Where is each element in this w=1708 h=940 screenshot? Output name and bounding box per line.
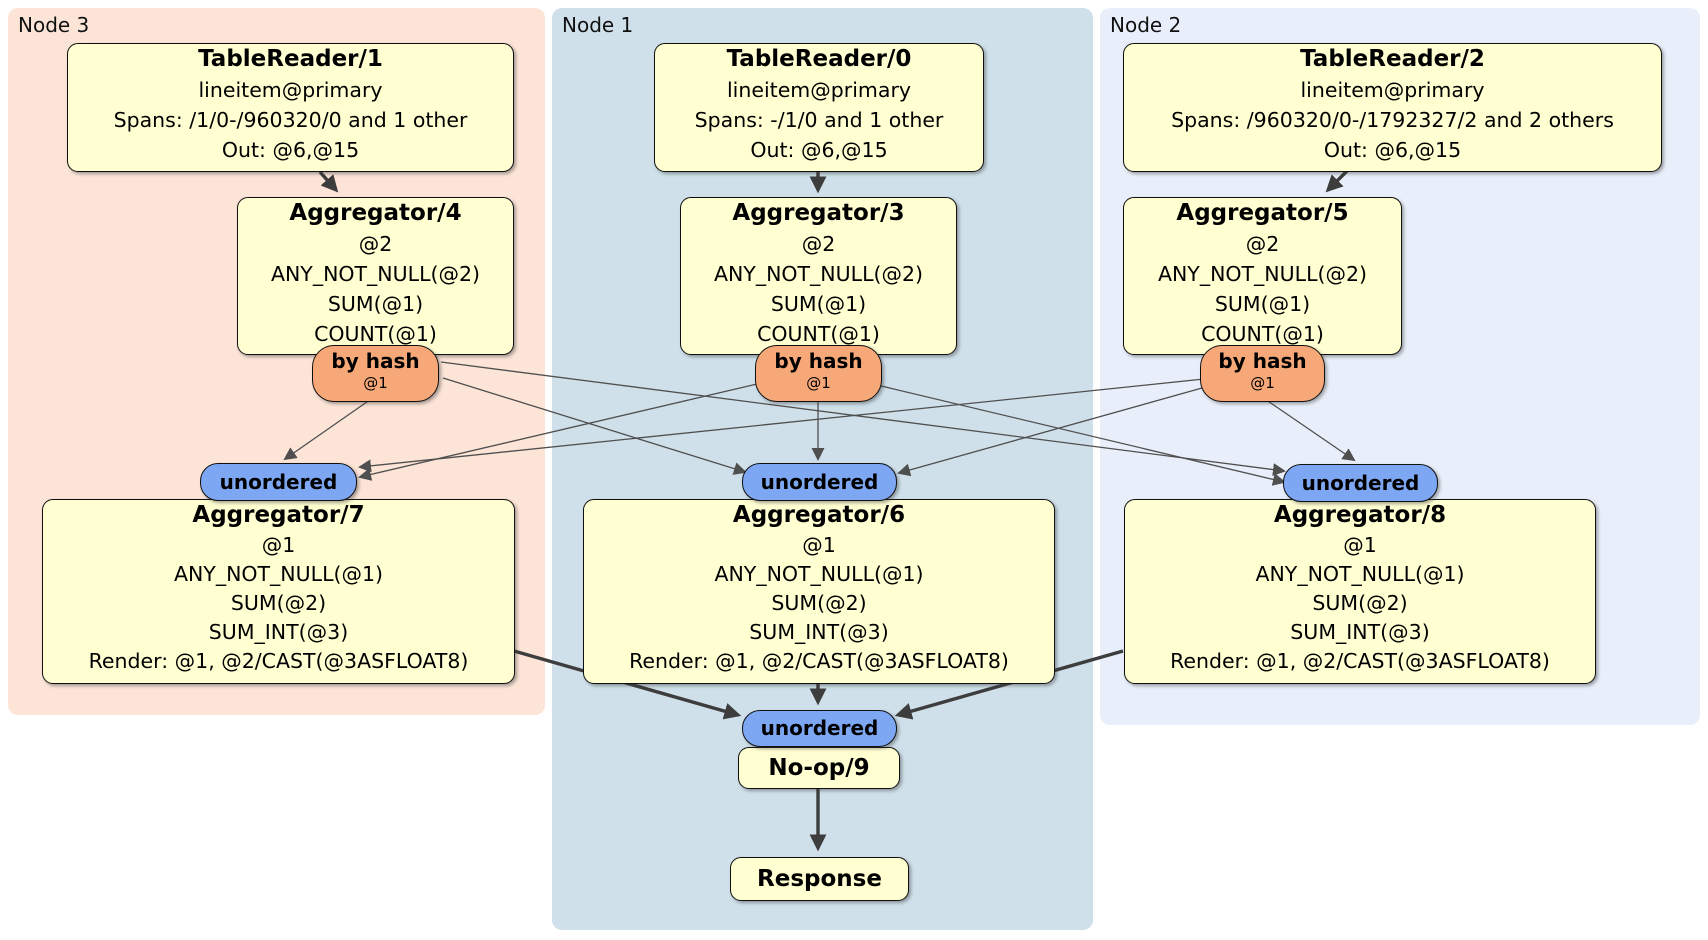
box-line: Spans: /1/0-/960320/0 and 1 other <box>113 108 468 132</box>
box-line: ANY_NOT_NULL(@1) <box>714 562 924 586</box>
router-key: @1 <box>1250 374 1275 392</box>
tablereader-1-box: TableReader/1 lineitem@primary Spans: /1… <box>67 43 514 172</box>
box-line: Spans: /960320/0-/1792327/2 and 2 others <box>1171 108 1614 132</box>
box-title: TableReader/1 <box>198 46 383 72</box>
unordered-stream-node1: unordered <box>742 463 897 501</box>
box-title: Aggregator/4 <box>289 200 462 226</box>
aggregator-6-box: Aggregator/6 @1 ANY_NOT_NULL(@1) SUM(@2)… <box>583 499 1055 684</box>
thin-edges <box>283 361 1356 486</box>
box-line: SUM_INT(@3) <box>208 620 349 644</box>
box-line: Render: @1, @2/CAST(@3ASFLOAT8) <box>1170 649 1550 673</box>
router-label: by hash <box>331 349 420 373</box>
box-line: @1 <box>1343 533 1377 557</box>
box-line: ANY_NOT_NULL(@2) <box>1157 262 1368 286</box>
node2-label: Node 2 <box>1110 13 1182 37</box>
box-line: ANY_NOT_NULL(@2) <box>713 262 924 286</box>
router-key: @1 <box>363 374 388 392</box>
box-line: ANY_NOT_NULL(@1) <box>173 562 384 586</box>
box-title: Aggregator/6 <box>732 502 906 528</box>
box-line: COUNT(@1) <box>1201 322 1324 346</box>
box-line: SUM_INT(@3) <box>749 620 889 644</box>
aggregator-3-box: Aggregator/3 @2 ANY_NOT_NULL(@2) SUM(@1)… <box>680 197 957 355</box>
router-label: by hash <box>1218 349 1307 373</box>
node1-label: Node 1 <box>562 13 634 37</box>
box-line: Out: @6,@15 <box>221 138 360 162</box>
box-title: Aggregator/5 <box>1176 200 1349 226</box>
router-label: by hash <box>774 349 863 373</box>
tablereader-0-box: TableReader/0 lineitem@primary Spans: -/… <box>654 43 984 172</box>
box-title: TableReader/2 <box>1300 46 1485 72</box>
unordered-stream-node2: unordered <box>1283 464 1438 502</box>
box-title: TableReader/0 <box>726 46 912 72</box>
box-line: SUM(@2) <box>230 591 327 615</box>
box-line: ANY_NOT_NULL(@2) <box>270 262 481 286</box>
box-line: lineitem@primary <box>726 78 912 102</box>
noop-9-box: No-op/9 <box>738 747 900 789</box>
router-key: @1 <box>806 374 831 392</box>
box-line: @2 <box>801 232 836 256</box>
box-line: SUM(@1) <box>770 292 867 316</box>
box-title: Aggregator/3 <box>732 200 905 226</box>
node3-label: Node 3 <box>18 13 90 37</box>
aggregator-4-box: Aggregator/4 @2 ANY_NOT_NULL(@2) SUM(@1)… <box>237 197 514 355</box>
box-line: @2 <box>1245 232 1280 256</box>
box-line: ANY_NOT_NULL(@1) <box>1255 562 1465 586</box>
by-hash-router-node3: by hash @1 <box>312 345 439 402</box>
aggregator-5-box: Aggregator/5 @2 ANY_NOT_NULL(@2) SUM(@1)… <box>1123 197 1402 355</box>
response-box: Response <box>730 857 909 901</box>
box-line: Render: @1, @2/CAST(@3ASFLOAT8) <box>629 649 1009 673</box>
unordered-stream-node3: unordered <box>200 463 357 501</box>
box-title: Aggregator/7 <box>192 502 365 528</box>
box-line: SUM(@1) <box>1214 292 1311 316</box>
box-line: SUM(@2) <box>771 591 867 615</box>
box-line: COUNT(@1) <box>314 322 437 346</box>
box-line: Out: @6,@15 <box>1323 138 1462 162</box>
box-line: SUM(@2) <box>1312 591 1408 615</box>
box-title: Aggregator/8 <box>1273 502 1447 528</box>
box-line: Out: @6,@15 <box>750 138 888 162</box>
aggregator-7-box: Aggregator/7 @1 ANY_NOT_NULL(@1) SUM(@2)… <box>42 499 515 684</box>
unordered-stream-final: unordered <box>742 710 897 747</box>
box-line: SUM_INT(@3) <box>1290 620 1430 644</box>
tablereader-2-box: TableReader/2 lineitem@primary Spans: /9… <box>1123 43 1662 172</box>
box-line: lineitem@primary <box>1300 78 1485 102</box>
box-line: Spans: -/1/0 and 1 other <box>694 108 944 132</box>
box-line: COUNT(@1) <box>757 322 880 346</box>
by-hash-router-node2: by hash @1 <box>1200 345 1325 402</box>
box-line: lineitem@primary <box>198 78 383 102</box>
box-title: No-op/9 <box>768 755 870 781</box>
box-line: @1 <box>802 533 836 557</box>
by-hash-router-node1: by hash @1 <box>755 345 882 402</box>
box-line: SUM(@1) <box>327 292 424 316</box>
box-line: Render: @1, @2/CAST(@3ASFLOAT8) <box>88 649 469 673</box>
aggregator-8-box: Aggregator/8 @1 ANY_NOT_NULL(@1) SUM(@2)… <box>1124 499 1596 684</box>
box-line: @1 <box>261 533 296 557</box>
box-line: @2 <box>358 232 393 256</box>
box-title: Response <box>757 866 882 892</box>
